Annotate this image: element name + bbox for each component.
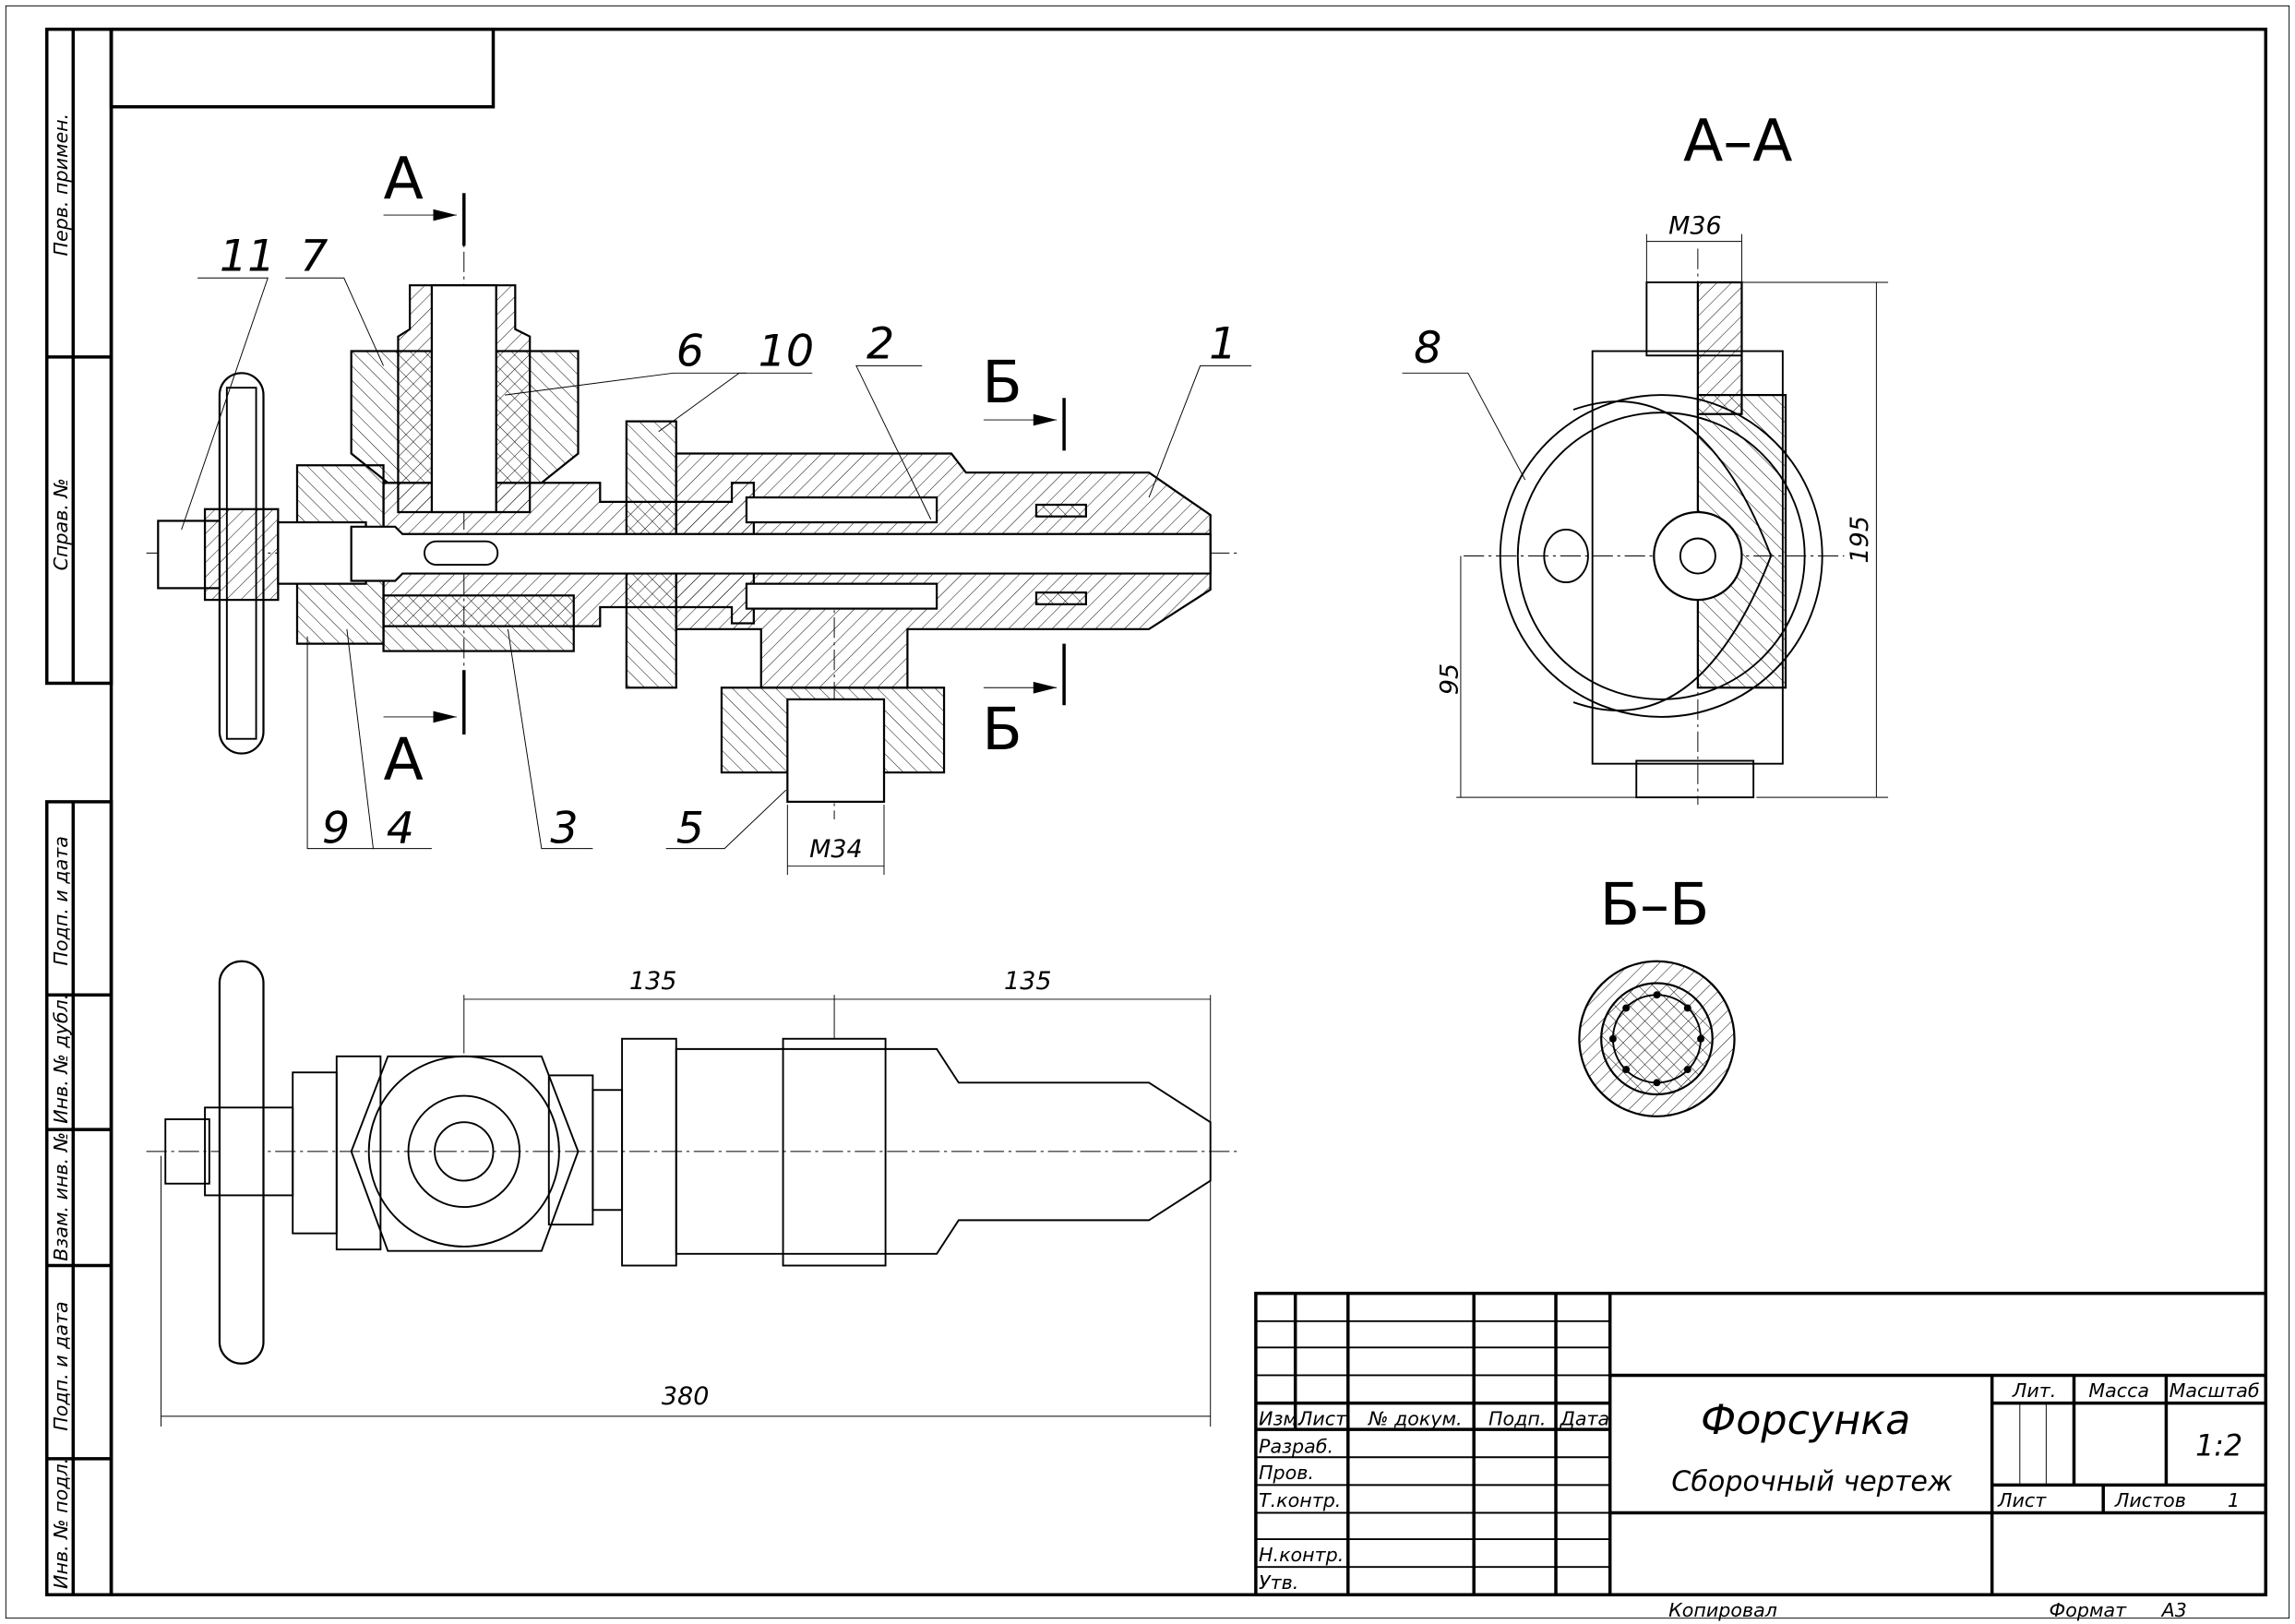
dim-m34: М34 — [809, 835, 863, 864]
side-stamp: Перв. примен. Справ. № Подп. и дата Инв.… — [45, 27, 114, 1597]
tb-format-label: Формат — [2050, 1599, 2128, 1621]
tb-header-izm: Изм. — [1259, 1407, 1303, 1429]
tb-scale-value: 1:2 — [2195, 1430, 2242, 1463]
tb-role-nkontr: Н.контр. — [1259, 1544, 1344, 1566]
plan-view: 135 135 380 — [146, 960, 1237, 1427]
tb-role-tkontr: Т.контр. — [1259, 1489, 1341, 1511]
section-mark-b-bottom: Б — [982, 695, 1022, 763]
drawing-subtitle: Сборочный чертеж — [1671, 1466, 1953, 1499]
dim-135-right: 135 — [1004, 967, 1051, 996]
tb-format-value: А3 — [2160, 1599, 2187, 1621]
section-aa-view: А–А 8 М36 195 95 — [1402, 106, 1889, 806]
tb-sheet-label: Лист — [1997, 1489, 2047, 1511]
spindle — [350, 525, 1212, 582]
tb-role-prov: Пров. — [1259, 1462, 1314, 1484]
stamp-perv-primen: Перв. примен. — [50, 113, 72, 257]
section-markers: А А Б Б — [383, 145, 1066, 794]
dim-195: 195 — [1846, 516, 1874, 563]
tb-copied-label: Копировал — [1668, 1599, 1777, 1621]
section-bb-title: Б–Б — [1600, 870, 1710, 938]
tb-lit-label: Лит. — [2012, 1379, 2056, 1402]
part-number-8: 8 — [1414, 323, 1441, 374]
handwheel — [157, 372, 280, 755]
stamp-inv-podl: Инв. № подл. — [50, 1458, 72, 1589]
stamp-sprav-no: Справ. № — [50, 478, 72, 570]
stamp-inv-dubl: Инв. № дубл. — [50, 994, 72, 1124]
part-number-11: 11 — [220, 231, 276, 281]
stamp-podp-data-1: Подп. и дата — [50, 836, 72, 965]
tb-sheets-label: Листов — [2114, 1489, 2186, 1511]
tb-role-razrab: Разраб. — [1259, 1435, 1333, 1457]
title-block: Изм. Лист № докум. Подп. Дата Разраб. Пр… — [1254, 1291, 2268, 1621]
part-leaders: 11 7 6 10 2 1 9 4 3 5 — [181, 231, 1252, 854]
part-number-9: 9 — [322, 803, 350, 854]
dim-135-left: 135 — [629, 967, 676, 996]
part-number-3: 3 — [550, 803, 578, 854]
tb-header-list: Лист — [1297, 1407, 1347, 1429]
tb-masshtab-label: Масштаб — [2169, 1379, 2260, 1402]
section-aa-title: А–А — [1683, 106, 1793, 174]
bb-holes — [1608, 991, 1705, 1087]
part-number-10: 10 — [759, 326, 815, 376]
section-mark-a-top: А — [384, 145, 424, 213]
part-number-1: 1 — [1209, 318, 1237, 369]
section-mark-b-top: Б — [982, 348, 1022, 416]
part-number-7: 7 — [300, 231, 328, 281]
tb-sheets-count: 1 — [2228, 1489, 2240, 1511]
tb-header-doc: № докум. — [1368, 1407, 1463, 1429]
dim-m36: М36 — [1668, 212, 1722, 241]
stamp-vzam-inv: Взам. инв. № — [50, 1132, 72, 1261]
part-number-2: 2 — [867, 318, 894, 369]
dim-95: 95 — [1436, 663, 1464, 695]
main-section-view: А А Б Б 11 7 6 10 2 1 9 4 3 5 — [146, 145, 1252, 876]
part-number-5: 5 — [676, 803, 704, 854]
stamp-podp-data-2: Подп. и дата — [50, 1301, 72, 1430]
tb-header-sign: Подп. — [1488, 1407, 1546, 1429]
tb-role-utv: Утв. — [1259, 1571, 1298, 1594]
tb-massa-label: Масса — [2088, 1379, 2149, 1402]
section-bb-view: Б–Б — [1578, 870, 1736, 1117]
part-number-6: 6 — [676, 326, 704, 376]
section-mark-a-bottom: А — [384, 725, 424, 794]
part-number-4: 4 — [387, 803, 414, 854]
drawing-title: Форсунка — [1701, 1397, 1910, 1444]
tb-header-date: Дата — [1560, 1407, 1609, 1429]
dim-380: 380 — [662, 1382, 709, 1411]
